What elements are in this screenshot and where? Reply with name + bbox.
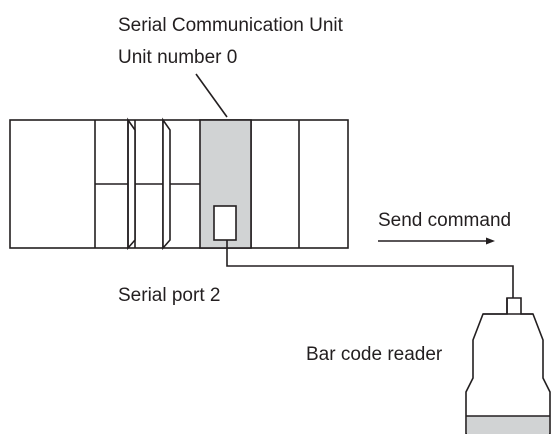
unit-number-label: Unit number 0: [118, 47, 237, 68]
leader-line: [195, 73, 228, 118]
reader-window: [467, 416, 549, 434]
connector-bar: [127, 117, 136, 251]
bar-code-reader-label: Bar code reader: [306, 344, 443, 365]
unit-title-label: Serial Communication Unit: [118, 15, 344, 36]
connector-bar: [162, 117, 171, 251]
serial-port-2: [213, 205, 237, 241]
serial-port-label: Serial port 2: [118, 285, 220, 306]
send-command-arrow: [378, 237, 495, 245]
plc-rack: [9, 117, 349, 251]
bar-code-reader: [465, 297, 551, 434]
send-command-label: Send command: [378, 210, 511, 231]
cable: [226, 240, 514, 298]
